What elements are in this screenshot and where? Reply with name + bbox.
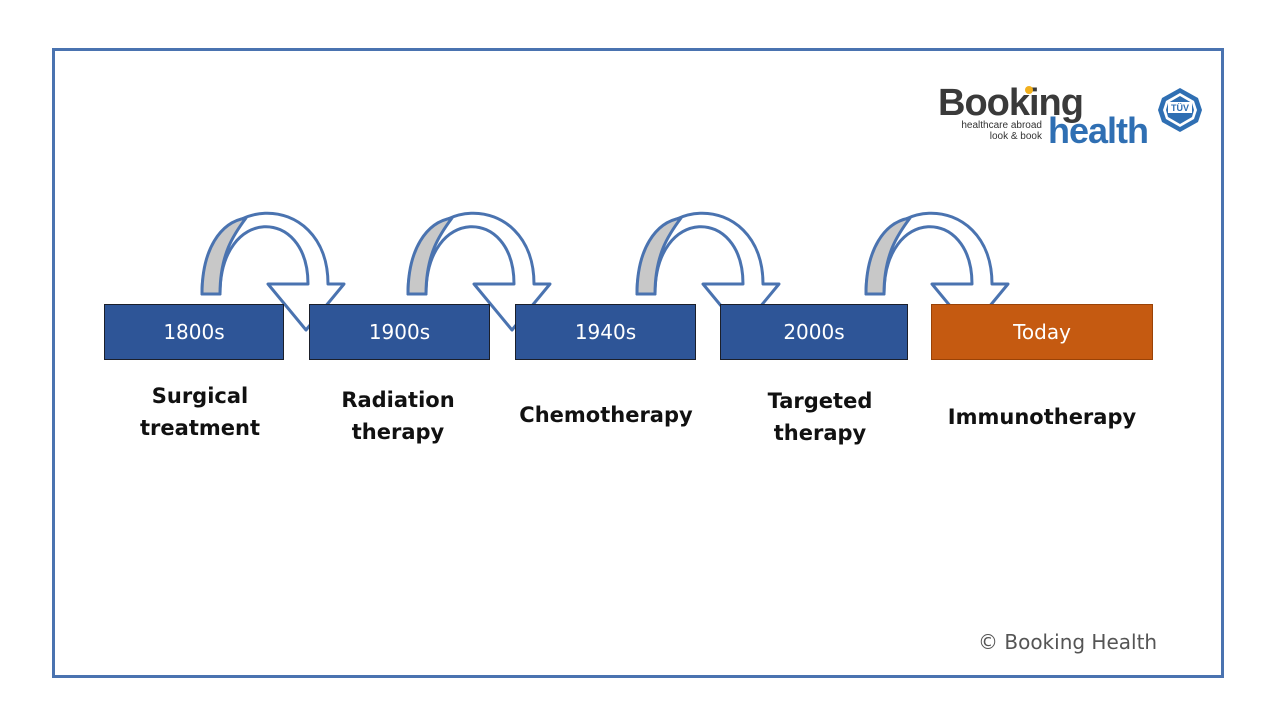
- copyright-notice: © Booking Health: [978, 630, 1158, 654]
- therapy-line: therapy: [773, 421, 867, 445]
- logo-tagline: healthcare abroad look & book: [954, 120, 1042, 142]
- era-label: 1800s: [163, 320, 225, 344]
- therapy-line: Targeted: [767, 389, 873, 413]
- era-label: 1900s: [368, 320, 431, 344]
- therapy-label-radiation: Radiation therapy: [288, 384, 508, 448]
- tuv-badge-icon: TÜV: [1158, 88, 1202, 132]
- slide-frame: [52, 48, 1224, 678]
- logo-word-health: health: [1048, 110, 1149, 151]
- therapy-line: therapy: [351, 420, 445, 444]
- era-label: 2000s: [783, 320, 845, 344]
- therapy-line: Immunotherapy: [947, 405, 1137, 429]
- therapy-label-targeted: Targeted therapy: [710, 385, 930, 449]
- logo-word-booking: Booking: [938, 82, 1084, 124]
- therapy-label-chemotherapy: Chemotherapy: [496, 399, 716, 431]
- era-label: 1940s: [574, 320, 637, 344]
- era-box-1900s: 1900s: [309, 304, 490, 360]
- booking-health-logo: Booking healthcare abroad look & book he…: [930, 78, 1220, 158]
- tuv-badge-text: TÜV: [1171, 103, 1189, 113]
- therapy-line: treatment: [140, 416, 260, 440]
- logo-dot: [1025, 86, 1033, 94]
- era-box-today: Today: [931, 304, 1153, 360]
- logo-tagline-line: healthcare abroad: [961, 120, 1042, 131]
- era-box-1940s: 1940s: [515, 304, 696, 360]
- era-label: Today: [1013, 320, 1071, 344]
- therapy-label-surgical: Surgical treatment: [90, 380, 310, 444]
- therapy-line: Surgical: [151, 384, 249, 408]
- era-box-1800s: 1800s: [104, 304, 284, 360]
- era-box-2000s: 2000s: [720, 304, 908, 360]
- therapy-label-immunotherapy: Immunotherapy: [932, 401, 1152, 433]
- therapy-line: Chemotherapy: [519, 403, 693, 427]
- logo-tagline-line: look & book: [989, 131, 1042, 142]
- therapy-line: Radiation: [341, 388, 455, 412]
